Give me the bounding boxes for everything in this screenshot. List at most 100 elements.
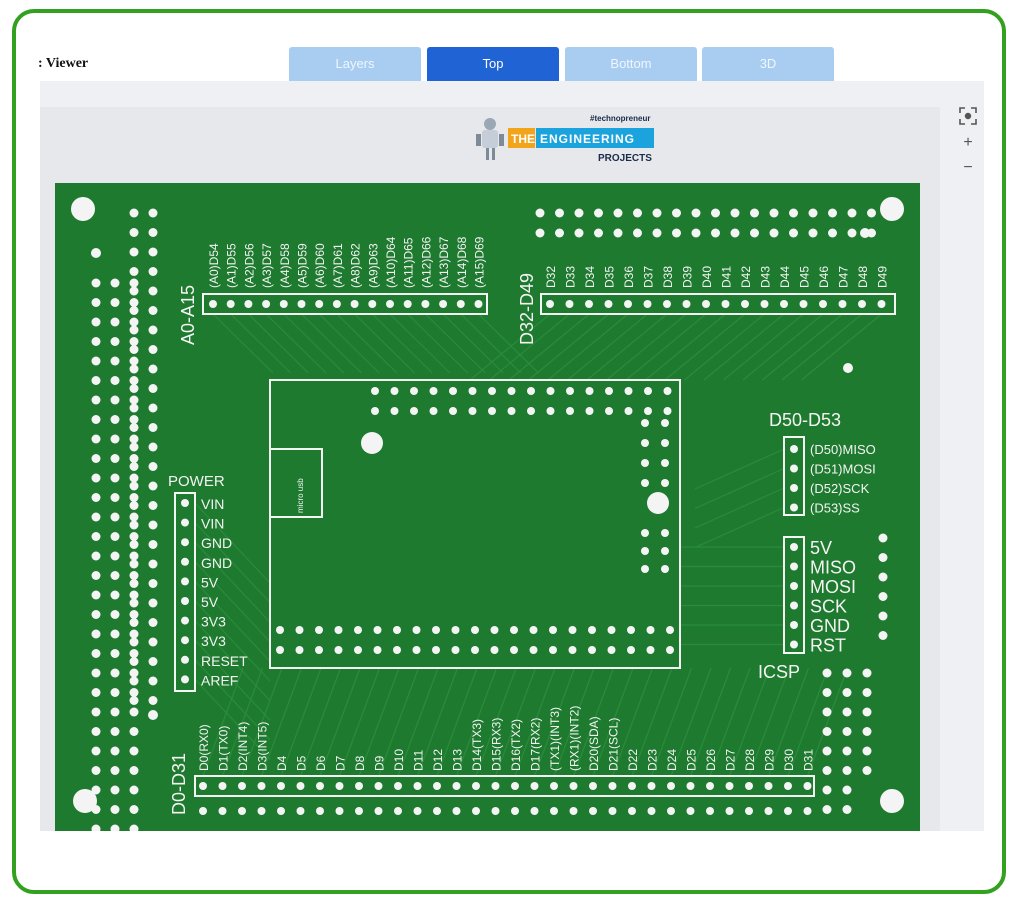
pin-label: D47 [837, 266, 851, 288]
pad [91, 571, 101, 580]
pad [91, 629, 101, 639]
digital-top-pin-pad [838, 300, 847, 308]
fit-view-icon[interactable] [957, 107, 979, 129]
pad [750, 228, 759, 238]
pin-label: SCK [810, 597, 847, 617]
tab-layers[interactable]: Layers [289, 47, 421, 81]
pad [808, 208, 818, 218]
pad [468, 387, 477, 395]
pad [822, 668, 832, 678]
trace [194, 639, 271, 721]
analog-pin-pad [244, 300, 253, 308]
pin-label: D37 [642, 266, 656, 288]
pad [148, 364, 158, 374]
pad [843, 363, 853, 373]
pin-label: 5V [201, 574, 219, 590]
pin-label: D43 [759, 266, 773, 288]
trace [247, 313, 309, 374]
pad [129, 805, 139, 814]
trace [358, 667, 400, 777]
pad [315, 646, 323, 654]
pad [393, 626, 401, 634]
trace [670, 667, 712, 777]
pad [129, 345, 139, 354]
trace [407, 313, 469, 374]
trace [469, 313, 551, 381]
pad [91, 727, 101, 736]
pad [490, 626, 499, 634]
pad [148, 501, 158, 510]
pad [822, 766, 832, 775]
spi-pin-pad [790, 503, 798, 512]
tab-top[interactable]: Top [427, 47, 559, 81]
trace [606, 313, 687, 381]
digital-bottom-pin-pad [686, 782, 695, 790]
pad [110, 376, 120, 385]
pad [129, 688, 139, 697]
pin-label: D32 [544, 266, 558, 288]
pad [412, 626, 421, 634]
trace [508, 313, 590, 381]
digital-bottom-pin-pad [745, 782, 753, 790]
pin-label: RST [810, 636, 846, 656]
trace [202, 667, 244, 777]
zoom-in-button[interactable]: + [963, 134, 973, 151]
pad [842, 668, 852, 678]
pad [129, 707, 139, 717]
pad [148, 676, 158, 686]
robot-icon [476, 118, 504, 160]
pin-label: (A4)D58 [278, 243, 292, 288]
digital-top-pin-pad [624, 300, 632, 308]
digital-bottom-pin-pad [218, 807, 227, 815]
pad [129, 649, 139, 658]
pin-label: D34 [583, 266, 597, 288]
pin-label: D1(TX0) [217, 726, 231, 771]
pad [129, 559, 139, 569]
pad [129, 228, 139, 237]
pad [129, 247, 139, 257]
pin-label: (D50)MISO [810, 442, 876, 457]
digital-bottom-pin-pad [511, 782, 519, 790]
trace [787, 667, 829, 777]
pad [529, 646, 538, 654]
pad [661, 565, 669, 573]
pad [129, 637, 139, 647]
trace [806, 667, 849, 777]
pad [129, 337, 139, 346]
zoom-out-button[interactable]: − [963, 159, 973, 176]
tab-3d[interactable]: 3D [702, 47, 834, 81]
logo-projects: PROJECTS [598, 153, 652, 164]
digital-bottom-pin-pad [413, 807, 422, 815]
digital-bottom-pin-pad [355, 782, 363, 790]
analog-pin-pad [456, 300, 465, 308]
pad [91, 649, 101, 658]
pin-label: D11 [412, 750, 426, 771]
pad [661, 479, 669, 487]
pin-label: (A3)D57 [260, 243, 274, 288]
pad [574, 228, 584, 238]
pad [663, 407, 672, 415]
pin-label: D8 [353, 755, 367, 771]
pad [129, 579, 139, 588]
pcb-board[interactable]: A0-A15 D32-D49 D50-D53 POWER ICSP D0-D31… [55, 183, 920, 831]
tab-bottom[interactable]: Bottom [565, 47, 697, 81]
pad [129, 267, 139, 276]
pad [148, 559, 158, 569]
pad [129, 481, 139, 491]
pad [641, 479, 649, 487]
label-spi-header: D50-D53 [769, 410, 841, 430]
mounting-holes [71, 197, 904, 813]
power-pin-pad [181, 557, 189, 566]
pad [129, 473, 139, 483]
pad [672, 208, 681, 218]
pad [129, 376, 139, 385]
pad [390, 407, 399, 415]
pad [148, 442, 158, 452]
pad [91, 473, 101, 483]
trace [748, 667, 790, 777]
digital-bottom-pin-pad [472, 782, 480, 790]
pin-label: GND [201, 555, 232, 571]
pad [110, 746, 120, 756]
digital-bottom-pin-pad [764, 782, 773, 790]
pad [129, 442, 139, 452]
